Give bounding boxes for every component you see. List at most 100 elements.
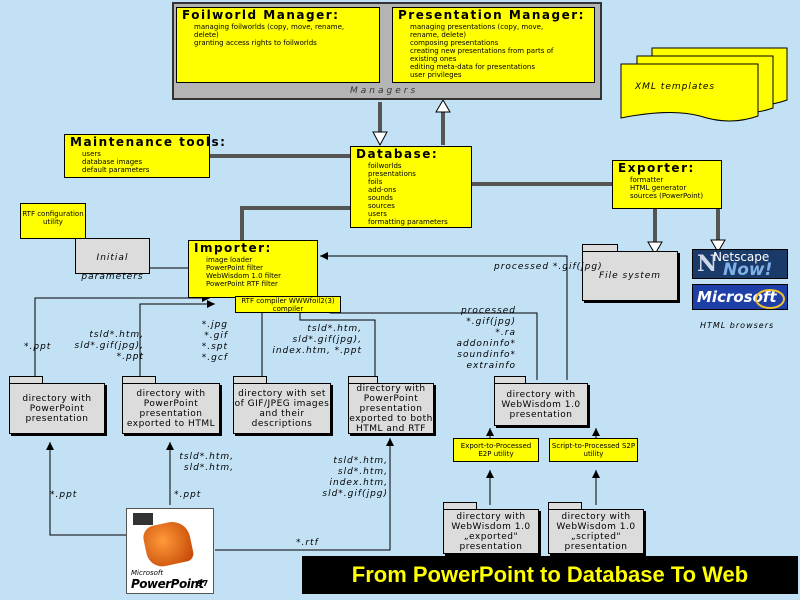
netscape-logo[interactable]: N Netscape Now!: [692, 249, 788, 279]
folder-label: directory with PowerPoint presentation e…: [349, 383, 433, 434]
list-item: foils: [368, 178, 383, 186]
file-system-label: File system: [598, 270, 662, 281]
tsld-label-1: tsld*.htm, sld*.gif(jpg), *.ppt: [74, 330, 144, 362]
rtf-label: *.rtf: [296, 538, 319, 548]
netscape-now-text: Now!: [723, 260, 773, 279]
title-banner: From PowerPoint to Database To Web: [302, 556, 798, 594]
presentation-manager-items: managing presentations (copy, move, rena…: [410, 23, 594, 79]
list-item: users: [82, 150, 101, 158]
powerpoint-brand-small: Microsoft: [131, 569, 164, 577]
puzzle-piece-icon: [141, 518, 195, 570]
export-to-processed-label: Export-to-Processed E2P utility: [460, 442, 532, 458]
processed-list-label: processed *.gif(jpg) *.ra addoninfo* sou…: [456, 306, 516, 371]
managers-label: Managers: [350, 86, 419, 96]
list-item: database images: [82, 158, 143, 166]
folder-webwisdom-scripted[interactable]: directory with WebWisdom 1.0 „scripted" …: [548, 502, 644, 554]
importer-title: Importer:: [194, 241, 272, 255]
folder-webwisdom-exported[interactable]: directory with WebWisdom 1.0 „exported" …: [443, 502, 539, 554]
database-items: foilworlds presentations foils add-ons s…: [368, 162, 471, 226]
list-item: rename, delete): [410, 31, 467, 39]
list-item: managing presentations (copy, move,: [410, 23, 544, 31]
foilworld-manager-box[interactable]: Foilworld Manager: managing foilworlds (…: [176, 7, 380, 83]
export-to-processed-box[interactable]: Export-to-Processed E2P utility: [453, 438, 539, 462]
list-item: users: [368, 210, 387, 218]
folder-powerpoint-html[interactable]: directory with PowerPoint presentation e…: [122, 376, 220, 434]
folder-label: directory with WebWisdom 1.0 „exported" …: [451, 511, 531, 552]
foilworld-manager-items: managing foilworlds (copy, move, rename,…: [194, 23, 379, 47]
ie-swoosh-icon: [755, 289, 785, 309]
jpg-label: *.jpg *.gif *.spt *.gcf: [201, 320, 228, 363]
list-item: user privileges: [410, 71, 462, 79]
list-item: delete): [194, 31, 219, 39]
rtf-compiler-box[interactable]: RTF compiler WWWfoil2(3) compiler: [235, 296, 341, 313]
powerpoint-box-top-icon: [133, 513, 153, 525]
processed-gif-label: processed *.gif(jpg): [494, 262, 603, 272]
powerpoint-box-art: Microsoft PowerPoint 97: [126, 508, 214, 594]
microsoft-ie-logo[interactable]: Microsoft: [692, 284, 788, 310]
powerpoint-version: 97: [197, 579, 209, 588]
list-item: WebWisdom 1.0 filter: [206, 272, 282, 280]
list-item: formatting parameters: [368, 218, 448, 226]
netscape-text: Netscape: [713, 250, 770, 264]
tsld-label-2: tsld*.htm, sld*.gif(jpg), index.htm, *.p…: [272, 324, 362, 356]
importer-box[interactable]: Importer: image loader PowerPoint filter…: [188, 240, 318, 298]
list-item: composing presentations: [410, 39, 499, 47]
xml-templates-label: XML templates: [635, 82, 716, 92]
initial-parameters-box: Initial parameters: [75, 238, 150, 282]
maintenance-tools-box[interactable]: Maintenance tools: users database images…: [64, 134, 227, 178]
list-item: PowerPoint RTF filter: [206, 280, 278, 288]
list-item: image loader: [206, 256, 253, 264]
database-title: Database:: [356, 147, 439, 161]
rtf-compiler-label: RTF compiler WWWfoil2(3) compiler: [241, 297, 335, 313]
folder-label: directory with PowerPoint presentation: [22, 393, 92, 424]
netscape-n-icon: N: [697, 251, 718, 277]
folder-webwisdom-presentation[interactable]: directory with WebWisdom 1.0 presentatio…: [494, 376, 588, 426]
file-system-folder[interactable]: File system: [582, 244, 678, 301]
folder-label: directory with PowerPoint presentation e…: [126, 388, 216, 429]
folder-label: directory with set of GIF/JPEG images an…: [234, 388, 330, 429]
script-to-processed-box[interactable]: Script-to-Processed S2P utility: [549, 438, 638, 462]
ppt-label-bottom-left: *.ppt: [50, 490, 78, 500]
list-item: managing foilworlds (copy, move, rename,: [194, 23, 345, 31]
list-item: granting access rights to foilworlds: [194, 39, 317, 47]
folder-powerpoint-presentation[interactable]: directory with PowerPoint presentation: [9, 376, 105, 434]
list-item: formatter: [630, 176, 664, 184]
ppt-label-bottom-mid: *.ppt: [174, 490, 202, 500]
foilworld-manager-title: Foilworld Manager:: [182, 8, 340, 22]
list-item: existing ones: [410, 55, 457, 63]
rtf-configuration-utility-box[interactable]: RTF configuration utility: [20, 203, 86, 239]
tsld-label-4: tsld*.htm, sld*.htm, index.htm, sld*.gif…: [322, 456, 388, 499]
folder-gif-jpeg-images[interactable]: directory with set of GIF/JPEG images an…: [233, 376, 331, 434]
banner-title: From PowerPoint to Database To Web: [351, 562, 749, 587]
list-item: creating new presentations from parts of: [410, 47, 554, 55]
list-item: add-ons: [368, 186, 397, 194]
list-item: default parameters: [82, 166, 150, 174]
maintenance-tools-items: users database images default parameters: [82, 150, 209, 174]
importer-items: image loader PowerPoint filter WebWisdom…: [206, 256, 317, 288]
list-item: sources (PowerPoint): [630, 192, 704, 200]
presentation-manager-title: Presentation Manager:: [398, 8, 585, 22]
rtf-configuration-utility-label: RTF configuration utility: [22, 210, 84, 226]
ppt-label-left: *.ppt: [24, 342, 52, 352]
initial-parameters-label: Initial parameters: [81, 253, 144, 282]
presentation-manager-box[interactable]: Presentation Manager: managing presentat…: [392, 7, 595, 83]
exporter-box[interactable]: Exporter: formatter HTML generator sourc…: [612, 160, 722, 209]
folder-label: directory with WebWisdom 1.0 presentatio…: [501, 389, 581, 420]
list-item: presentations: [368, 170, 416, 178]
folder-label: directory with WebWisdom 1.0 „scripted" …: [556, 511, 636, 552]
exporter-title: Exporter:: [618, 161, 695, 175]
script-to-processed-label: Script-to-Processed S2P utility: [551, 442, 636, 458]
list-item: PowerPoint filter: [206, 264, 264, 272]
html-browsers-label: HTML browsers: [700, 321, 775, 330]
maintenance-tools-title: Maintenance tools:: [70, 135, 227, 149]
list-item: HTML generator: [630, 184, 687, 192]
list-item: sources: [368, 202, 395, 210]
database-box[interactable]: Database: foilworlds presentations foils…: [350, 146, 472, 228]
tsld-label-3: tsld*.htm, sld*.htm,: [179, 452, 234, 473]
exporter-items: formatter HTML generator sources (PowerP…: [630, 176, 721, 200]
folder-powerpoint-html-rtf[interactable]: directory with PowerPoint presentation e…: [348, 376, 434, 434]
list-item: sounds: [368, 194, 393, 202]
list-item: editing meta-data for presentations: [410, 63, 535, 71]
